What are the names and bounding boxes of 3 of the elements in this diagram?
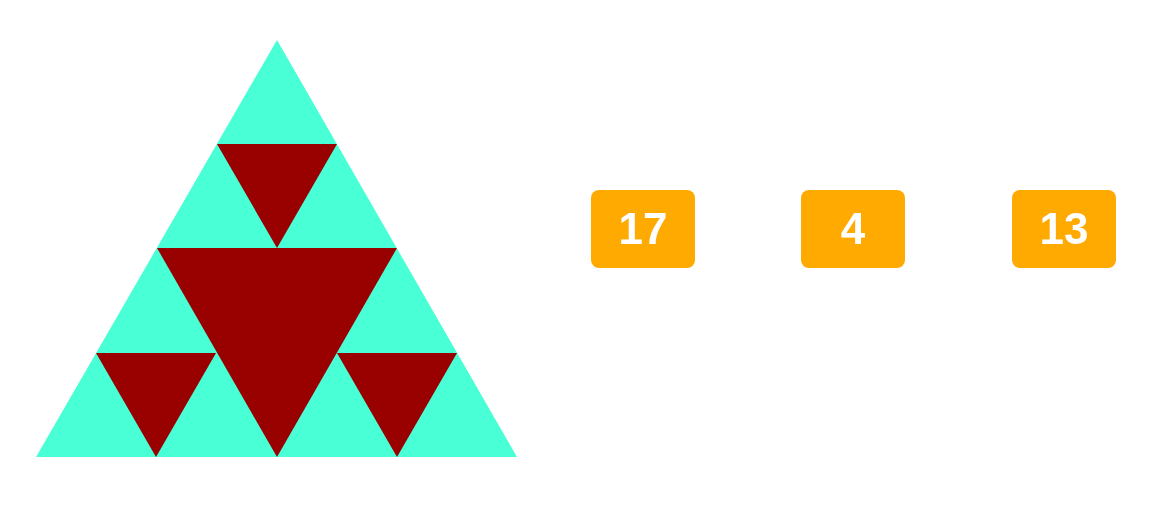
number-box: 17 <box>591 190 695 268</box>
number-box: 13 <box>1012 190 1116 268</box>
number-box: 4 <box>801 190 905 268</box>
